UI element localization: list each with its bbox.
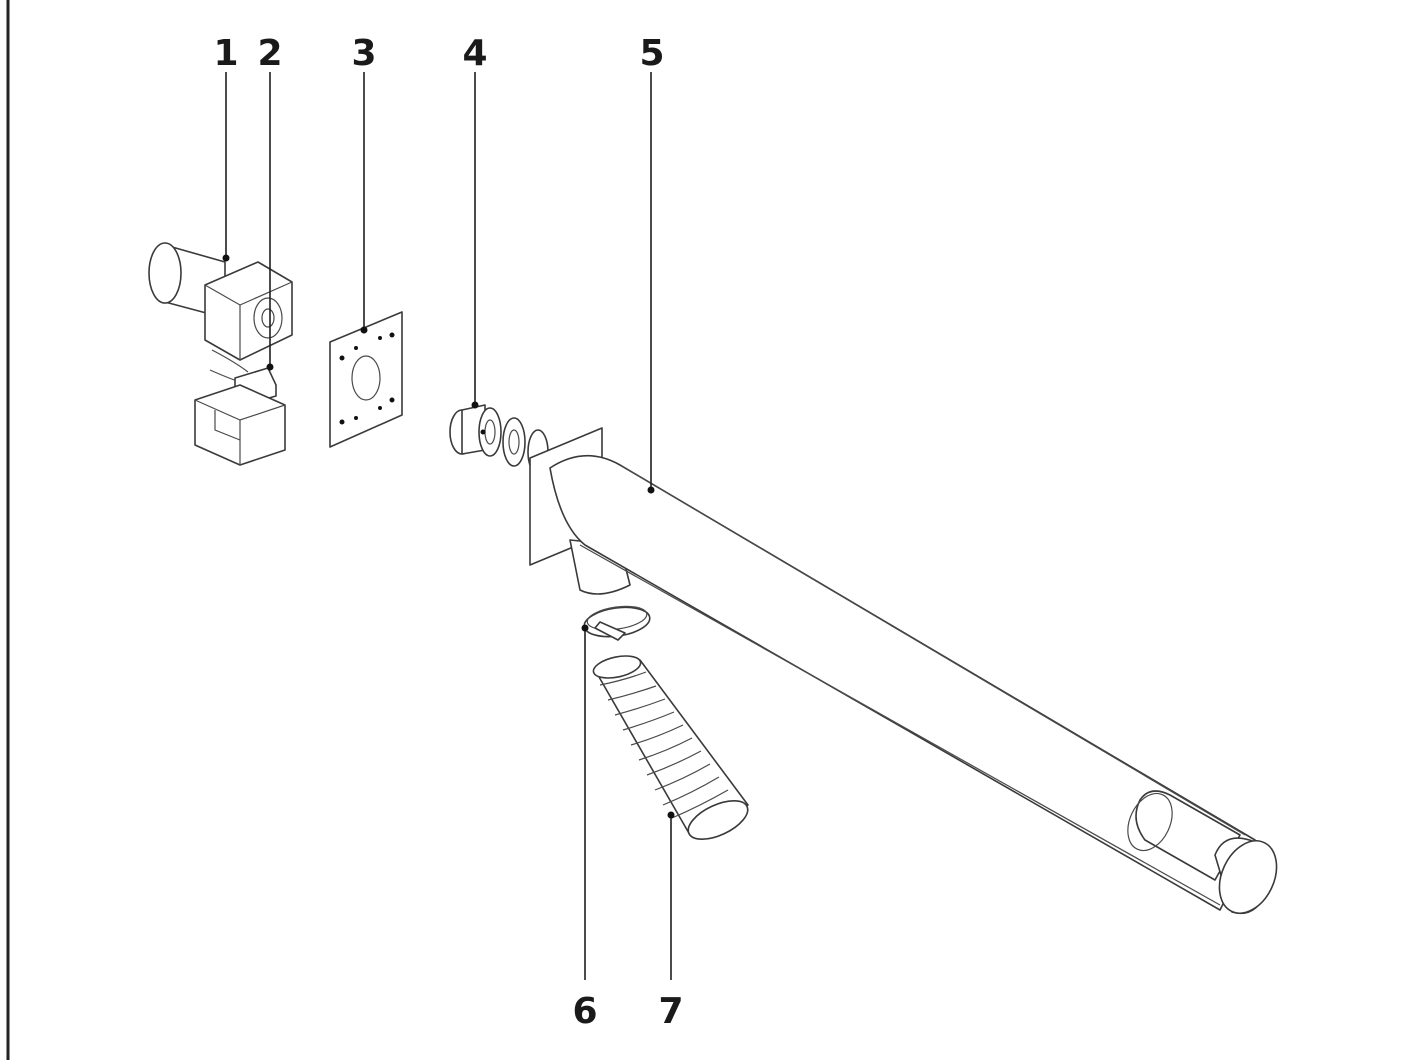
leader-dot-6 (581, 624, 589, 632)
callout-label-3: 3 (351, 33, 376, 74)
part-mounting-plate (329, 311, 403, 448)
leader-dot-1 (222, 254, 230, 262)
callout-label-6: 6 (572, 991, 597, 1032)
part-gear-motor (148, 242, 293, 383)
callout-label-2: 2 (257, 33, 282, 74)
part-flexible-hose (592, 655, 749, 840)
callout-label-5: 5 (639, 33, 664, 74)
leader-dot-7 (667, 811, 675, 819)
part-terminal-box (194, 367, 286, 466)
part-hose-clamp (583, 605, 651, 641)
leader-dot-3 (360, 326, 368, 334)
leader-dot-5 (647, 486, 655, 494)
callout-label-4: 4 (462, 33, 487, 74)
callout-label-1: 1 (213, 33, 238, 74)
part-auger-spiral (449, 404, 549, 475)
part-auger-tube (529, 427, 1278, 915)
callout-label-7: 7 (658, 991, 683, 1032)
leader-dot-4 (471, 401, 479, 409)
leader-dot-2 (266, 363, 274, 371)
